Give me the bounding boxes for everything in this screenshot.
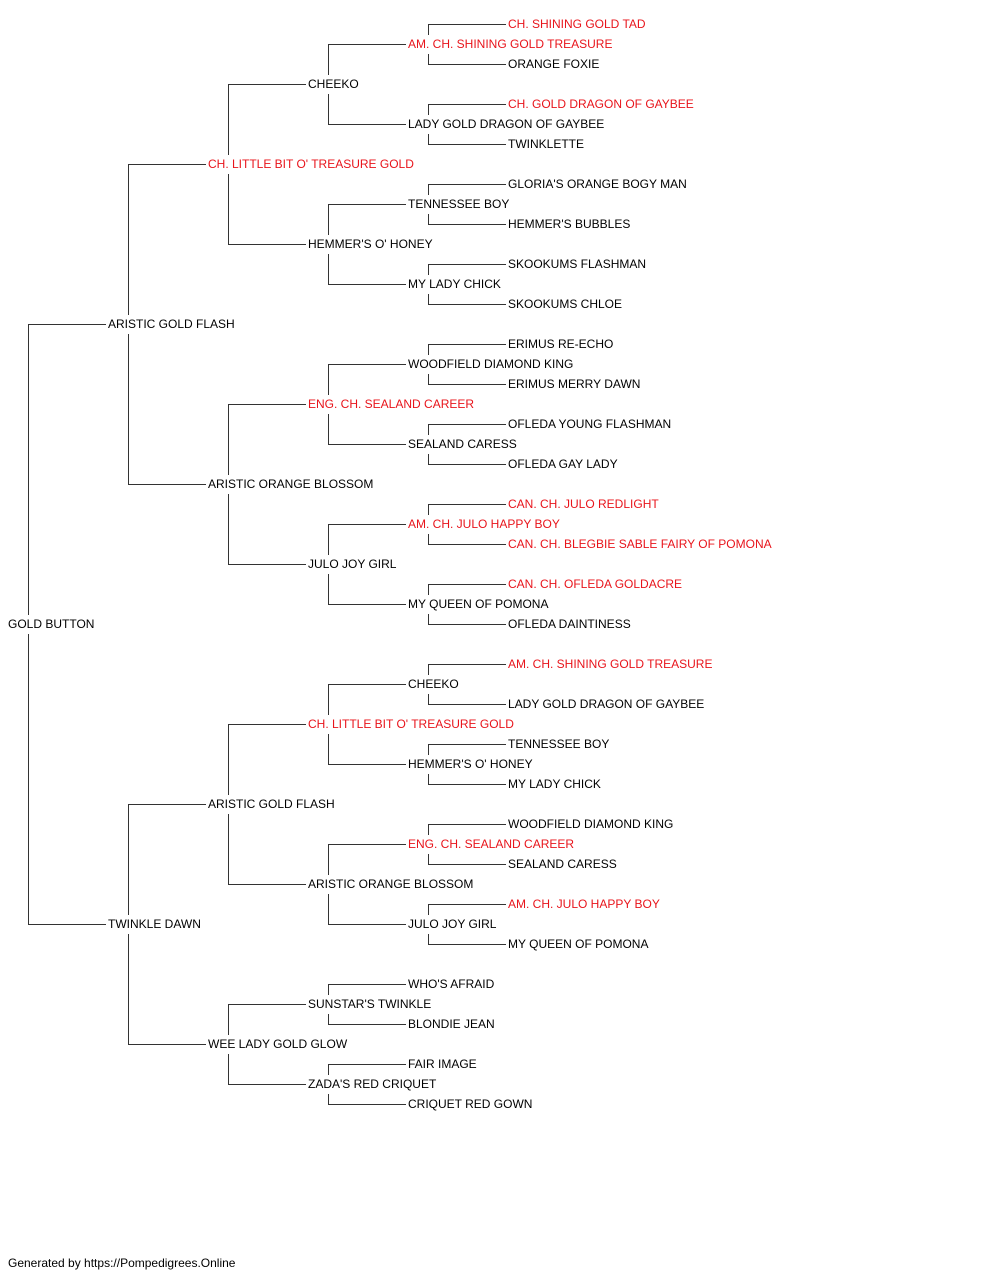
dog-name-ofleda-young-flashman: OFLEDA YOUNG FLASHMAN — [508, 417, 671, 431]
footer-credit: Generated by https://Pompedigrees.Online — [8, 1256, 236, 1270]
dog-name-erimus-merry-dawn: ERIMUS MERRY DAWN — [508, 377, 640, 391]
dog-name-my-lady-chick: MY LADY CHICK — [508, 777, 601, 791]
dog-name-my-lady-chick: MY LADY CHICK — [408, 277, 501, 291]
dog-name-ch-little-bit-o-treasure-gold: CH. LITTLE BIT O' TREASURE GOLD — [308, 717, 514, 731]
dog-name-am-ch-julo-happy-boy: AM. CH. JULO HAPPY BOY — [408, 517, 560, 531]
dog-name-aristic-gold-flash: ARISTIC GOLD FLASH — [208, 797, 335, 811]
dog-name-julo-joy-girl: JULO JOY GIRL — [308, 557, 397, 571]
dog-name-hemmer-s-o-honey: HEMMER'S O' HONEY — [408, 757, 533, 771]
dog-name-my-queen-of-pomona: MY QUEEN OF POMONA — [408, 597, 548, 611]
dog-name-ch-little-bit-o-treasure-gold: CH. LITTLE BIT O' TREASURE GOLD — [208, 157, 414, 171]
dog-name-aristic-orange-blossom: ARISTIC ORANGE BLOSSOM — [208, 477, 373, 491]
dog-name-can-ch-blegbie-sable-fairy-of-pomona: CAN. CH. BLEGBIE SABLE FAIRY OF POMONA — [508, 537, 772, 551]
dog-name-hemmer-s-o-honey: HEMMER'S O' HONEY — [308, 237, 433, 251]
dog-name-julo-joy-girl: JULO JOY GIRL — [408, 917, 497, 931]
dog-name-fair-image: FAIR IMAGE — [408, 1057, 477, 1071]
dog-name-wee-lady-gold-glow: WEE LADY GOLD GLOW — [208, 1037, 348, 1051]
dog-name-lady-gold-dragon-of-gaybee: LADY GOLD DRAGON OF GAYBEE — [408, 117, 604, 131]
dog-name-sealand-caress: SEALAND CARESS — [508, 857, 617, 871]
dog-name-woodfield-diamond-king: WOODFIELD DIAMOND KING — [408, 357, 573, 371]
dog-name-am-ch-julo-happy-boy: AM. CH. JULO HAPPY BOY — [508, 897, 660, 911]
dog-name-twinklette: TWINKLETTE — [508, 137, 584, 151]
dog-name-hemmer-s-bubbles: HEMMER'S BUBBLES — [508, 217, 630, 231]
dog-name-zada-s-red-criquet: ZADA'S RED CRIQUET — [308, 1077, 437, 1091]
dog-name-am-ch-shining-gold-treasure: AM. CH. SHINING GOLD TREASURE — [508, 657, 712, 671]
dog-name-gold-button: GOLD BUTTON — [8, 617, 94, 631]
dog-name-twinkle-dawn: TWINKLE DAWN — [108, 917, 201, 931]
dog-name-ch-gold-dragon-of-gaybee: CH. GOLD DRAGON OF GAYBEE — [508, 97, 694, 111]
dog-name-can-ch-julo-redlight: CAN. CH. JULO REDLIGHT — [508, 497, 659, 511]
dog-name-sealand-caress: SEALAND CARESS — [408, 437, 517, 451]
dog-name-cheeko: CHEEKO — [408, 677, 459, 691]
dog-name-eng-ch-sealand-career: ENG. CH. SEALAND CAREER — [408, 837, 574, 851]
dog-name-can-ch-ofleda-goldacre: CAN. CH. OFLEDA GOLDACRE — [508, 577, 682, 591]
dog-name-erimus-re-echo: ERIMUS RE-ECHO — [508, 337, 613, 351]
dog-name-aristic-gold-flash: ARISTIC GOLD FLASH — [108, 317, 235, 331]
dog-name-criquet-red-gown: CRIQUET RED GOWN — [408, 1097, 532, 1111]
dog-name-eng-ch-sealand-career: ENG. CH. SEALAND CAREER — [308, 397, 474, 411]
dog-name-ch-shining-gold-tad: CH. SHINING GOLD TAD — [508, 17, 646, 31]
dog-name-orange-foxie: ORANGE FOXIE — [508, 57, 599, 71]
dog-name-aristic-orange-blossom: ARISTIC ORANGE BLOSSOM — [308, 877, 473, 891]
dog-name-tennessee-boy: TENNESSEE BOY — [508, 737, 609, 751]
dog-name-cheeko: CHEEKO — [308, 77, 359, 91]
dog-name-lady-gold-dragon-of-gaybee: LADY GOLD DRAGON OF GAYBEE — [508, 697, 704, 711]
dog-name-blondie-jean: BLONDIE JEAN — [408, 1017, 495, 1031]
dog-name-woodfield-diamond-king: WOODFIELD DIAMOND KING — [508, 817, 673, 831]
dog-name-my-queen-of-pomona: MY QUEEN OF POMONA — [508, 937, 648, 951]
dog-name-ofleda-gay-lady: OFLEDA GAY LADY — [508, 457, 618, 471]
dog-name-sunstar-s-twinkle: SUNSTAR'S TWINKLE — [308, 997, 431, 1011]
dog-name-skookums-chloe: SKOOKUMS CHLOE — [508, 297, 622, 311]
dog-name-tennessee-boy: TENNESSEE BOY — [408, 197, 509, 211]
dog-name-who-s-afraid: WHO'S AFRAID — [408, 977, 495, 991]
dog-name-am-ch-shining-gold-treasure: AM. CH. SHINING GOLD TREASURE — [408, 37, 612, 51]
dog-name-skookums-flashman: SKOOKUMS FLASHMAN — [508, 257, 646, 271]
dog-name-gloria-s-orange-bogy-man: GLORIA'S ORANGE BOGY MAN — [508, 177, 687, 191]
dog-name-ofleda-daintiness: OFLEDA DAINTINESS — [508, 617, 631, 631]
